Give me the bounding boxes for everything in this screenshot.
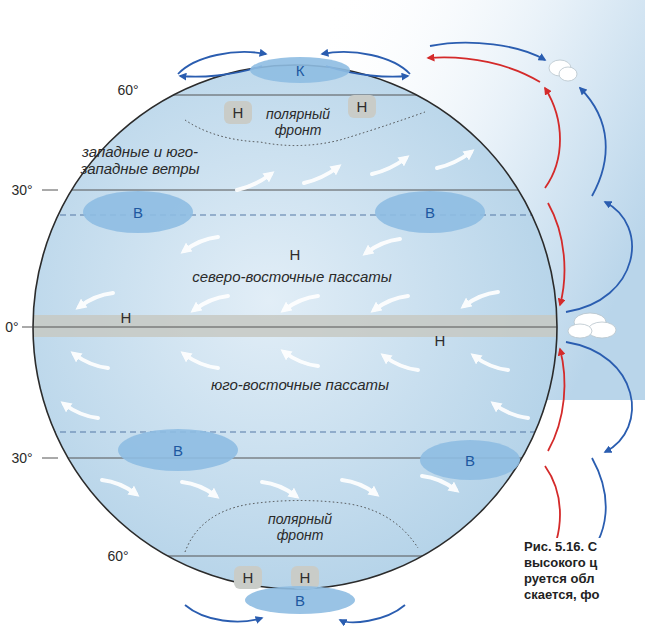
pressure-letter: В [425, 205, 435, 220]
pressure-letter: К [296, 63, 305, 78]
wind-arrow [182, 482, 216, 496]
circulation-cells [178, 43, 632, 623]
pressure-zone: В [83, 191, 193, 233]
wind-arrow [366, 239, 400, 253]
wind-arrow [194, 296, 228, 310]
wind-arrow [79, 293, 113, 307]
wind-arrow [184, 237, 218, 251]
pressure-zone: В [420, 440, 520, 480]
low-pressure-patch: Н [291, 566, 319, 589]
low-pressure-patch: Н [224, 101, 252, 124]
pressure-letter: В [465, 453, 475, 468]
globe-outline [33, 65, 557, 589]
pressure-letter: Н [233, 105, 244, 120]
wind-arrow [342, 480, 376, 494]
low-pressure-patch: Н [348, 95, 376, 118]
front-label: полярный фронт [262, 106, 334, 138]
wind-arrow [237, 174, 271, 190]
wind-label: северо-восточные пассаты [192, 268, 392, 285]
figure-caption: Рис. 5.16. С высокого ц руется обл скает… [522, 538, 642, 604]
latitude-label: 0° [5, 319, 18, 335]
pressure-zone: В [118, 429, 238, 471]
wind-arrow [184, 354, 218, 368]
latitude-label: 60° [107, 548, 128, 564]
wind-label: юго-восточные пассаты [211, 376, 389, 393]
low-pressure-patch: Н [234, 566, 262, 589]
pressure-letter: В [133, 205, 143, 220]
wind-arrow [64, 404, 98, 418]
wind-arrow [464, 292, 498, 306]
front-label: полярный фронт [264, 511, 336, 543]
wind-arrow [284, 296, 318, 310]
pressure-letter: Н [243, 570, 254, 585]
pressure-letter: Н [290, 246, 301, 263]
pressure-letter: Н [300, 570, 311, 585]
wind-arrow [284, 352, 318, 366]
latitude-lines [30, 95, 560, 556]
tick [42, 190, 58, 191]
wind-arrow [372, 158, 406, 174]
wind-arrow [304, 167, 338, 183]
pressure-letter: Н [121, 309, 132, 326]
pressure-letter: Н [435, 332, 446, 349]
wind-arrow [494, 404, 528, 418]
pressure-letter: В [295, 593, 305, 608]
pressure-letter: В [173, 443, 183, 458]
latitude-label: 60° [117, 82, 138, 98]
wind-arrow [374, 296, 408, 310]
pressure-zone: В [245, 586, 355, 614]
wind-arrow [74, 354, 108, 368]
latitude-label: 30° [11, 182, 32, 198]
latitude-label: 30° [11, 450, 32, 466]
pressure-zone: К [250, 57, 350, 83]
tick [22, 327, 33, 328]
wind-arrow [384, 356, 418, 370]
wind-arrow [262, 482, 296, 496]
pressure-zone: В [375, 191, 485, 233]
tick [42, 458, 58, 459]
wind-arrow [437, 152, 471, 168]
wind-arrow [474, 356, 508, 370]
pressure-letter: Н [357, 99, 368, 114]
wind-label: западные и юго-западные ветры [75, 143, 205, 178]
wind-arrow [102, 480, 136, 494]
